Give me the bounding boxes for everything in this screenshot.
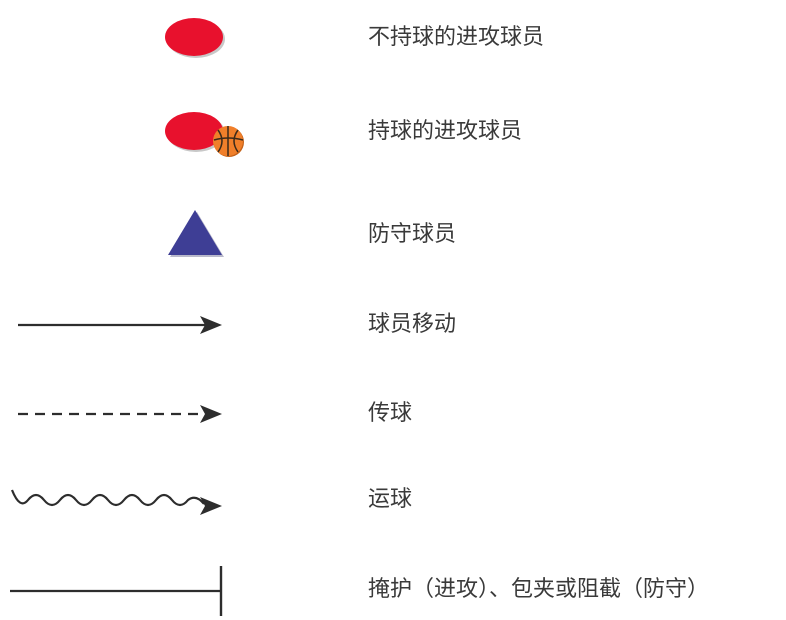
dashed-arrow-icon <box>0 384 280 444</box>
legend-row-offense-with-ball: 持球的进攻球员 <box>0 102 786 162</box>
legend-label: 持球的进攻球员 <box>368 119 523 144</box>
red-circle-with-basketball-icon <box>0 102 280 162</box>
legend-label: 球员移动 <box>368 312 457 337</box>
wavy-arrow-icon <box>0 470 280 530</box>
legend-row-pass: 传球 <box>0 384 786 444</box>
red-circle-icon <box>0 8 280 68</box>
legend-label: 运球 <box>368 487 413 512</box>
legend-row-screen-trap-block: 掩护（进攻）、包夹或阻截（防守） <box>0 560 786 620</box>
legend-label: 掩护（进攻）、包夹或阻截（防守） <box>368 577 710 602</box>
legend-label: 不持球的进攻球员 <box>368 25 545 50</box>
legend-row-defender: 防守球员 <box>0 205 786 265</box>
legend-label: 传球 <box>368 401 413 426</box>
legend-label: 防守球员 <box>368 222 457 247</box>
solid-arrow-icon <box>0 295 280 355</box>
legend-row-dribble: 运球 <box>0 470 786 530</box>
legend-row-offense-without-ball: 不持球的进攻球员 <box>0 8 786 68</box>
t-end-line-icon <box>0 560 280 620</box>
legend-row-player-movement: 球员移动 <box>0 295 786 355</box>
blue-triangle-icon <box>0 205 280 265</box>
